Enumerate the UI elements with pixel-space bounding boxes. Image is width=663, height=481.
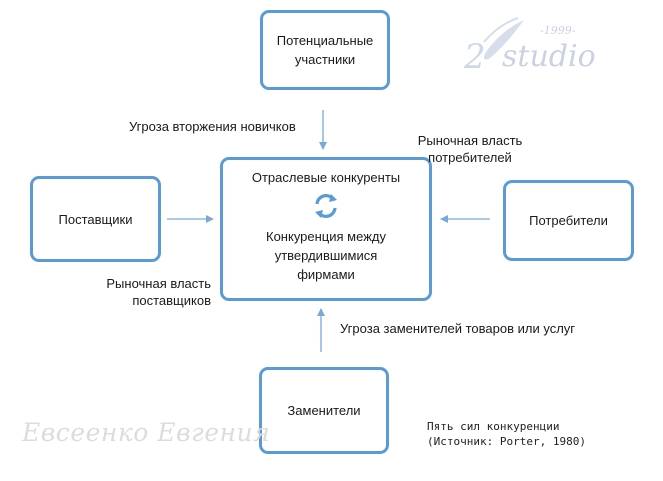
edge-label-buyer-power: Рыночная власть потребителей: [417, 133, 523, 165]
edge-label-threat-of-entrants: Угроза вторжения новичков: [129, 119, 296, 134]
node-buyers: Потребители: [503, 180, 634, 261]
logo-text: studio: [502, 39, 596, 74]
node-substitutes: Заменители: [259, 367, 389, 454]
logo-year: -1999-: [540, 24, 576, 37]
svg-text:2: 2: [463, 37, 486, 74]
edge-label-threat-of-substitutes: Угроза заменителей товаров или услуг: [340, 321, 576, 336]
node-industry-competitors-title: Отраслевые конкуренты: [251, 170, 401, 185]
node-suppliers-label: Поставщики: [58, 211, 133, 227]
studio-watermark-logo: 2 -1999- studio: [462, 12, 612, 77]
edge-label-supplier-power: Рыночная власть поставщиков: [106, 276, 211, 308]
signature-watermark: Евсеенко Евгения: [22, 418, 271, 447]
node-industry-competitors-subtitle: Конкуренция между утвердившимися фирмами: [266, 229, 386, 282]
node-potential-entrants-label: Потенциальные участники: [276, 33, 374, 67]
node-substitutes-label: Заменители: [287, 403, 361, 418]
caption-line-2: (Источник: Porter, 1980): [427, 435, 586, 448]
node-buyers-label: Потребители: [529, 213, 608, 228]
caption-line-1: Пять сил конкуренции: [427, 420, 560, 433]
node-suppliers: Поставщики: [30, 176, 161, 262]
figure-caption: Пять сил конкуренции (Источник: Porter, …: [427, 419, 586, 449]
node-industry-competitors: Отраслевые конкуренты Конкуренция между …: [220, 157, 432, 301]
node-potential-entrants: Потенциальные участники: [260, 10, 390, 90]
cycle-arrows-icon: [315, 194, 337, 218]
